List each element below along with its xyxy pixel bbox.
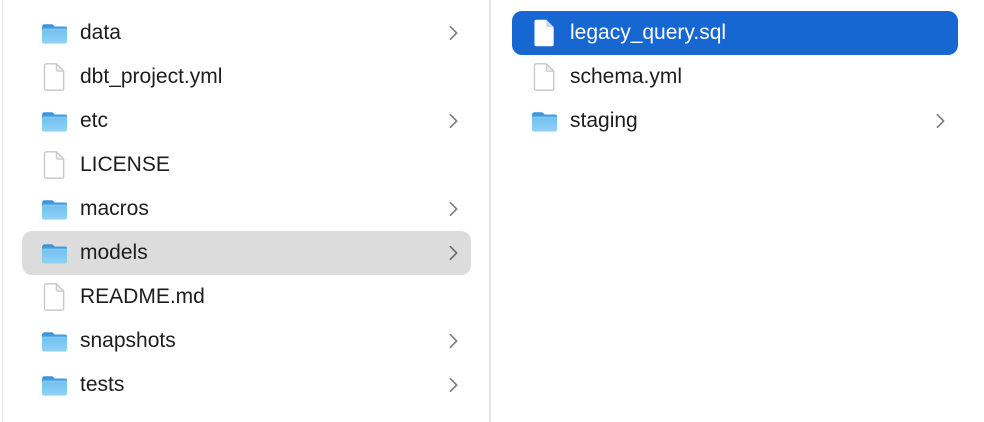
finder-column-parent: data dbt_project.yml etc LICENSE macros … [0,0,490,422]
row-tests[interactable]: tests [22,363,471,407]
row-etc[interactable]: etc [22,99,471,143]
row-dbt-project-yml[interactable]: dbt_project.yml [22,55,471,99]
chevron-right-icon [448,376,459,394]
row-staging[interactable]: staging [512,99,958,143]
chevron-right-icon [935,112,946,130]
folder-icon [38,197,70,222]
item-label: legacy_query.sql [570,21,727,44]
folder-icon [38,21,70,46]
item-label: staging [570,109,638,132]
item-label: README.md [80,285,205,308]
file-icon [528,18,560,48]
item-label: models [80,241,148,264]
folder-icon [528,109,560,134]
row-data[interactable]: data [22,11,471,55]
row-license[interactable]: LICENSE [22,143,471,187]
row-models-selected[interactable]: models [22,231,471,275]
row-macros[interactable]: macros [22,187,471,231]
item-label: etc [80,109,109,132]
chevron-right-icon [448,200,459,218]
file-icon [38,282,70,312]
row-schema-yml[interactable]: schema.yml [512,55,958,99]
chevron-right-icon [448,24,459,42]
row-legacy-query-sql-selected[interactable]: legacy_query.sql [512,11,958,55]
item-label: data [80,21,121,44]
folder-icon [38,329,70,354]
left-edge-divider [2,0,3,422]
column-divider[interactable] [489,0,491,422]
folder-icon [38,109,70,134]
item-label: dbt_project.yml [80,65,223,88]
item-label: LICENSE [80,153,170,176]
chevron-right-icon [448,244,459,262]
file-icon [38,62,70,92]
row-snapshots[interactable]: snapshots [22,319,471,363]
chevron-right-icon [448,332,459,350]
item-label: schema.yml [570,65,683,88]
chevron-right-icon [448,112,459,130]
row-readme-md[interactable]: README.md [22,275,471,319]
item-label: tests [80,373,125,396]
file-icon [38,150,70,180]
file-icon [528,62,560,92]
finder-column-contents: legacy_query.sql schema.yml staging [492,0,984,422]
folder-icon [38,241,70,266]
item-label: macros [80,197,149,220]
folder-icon [38,373,70,398]
item-label: snapshots [80,329,176,352]
